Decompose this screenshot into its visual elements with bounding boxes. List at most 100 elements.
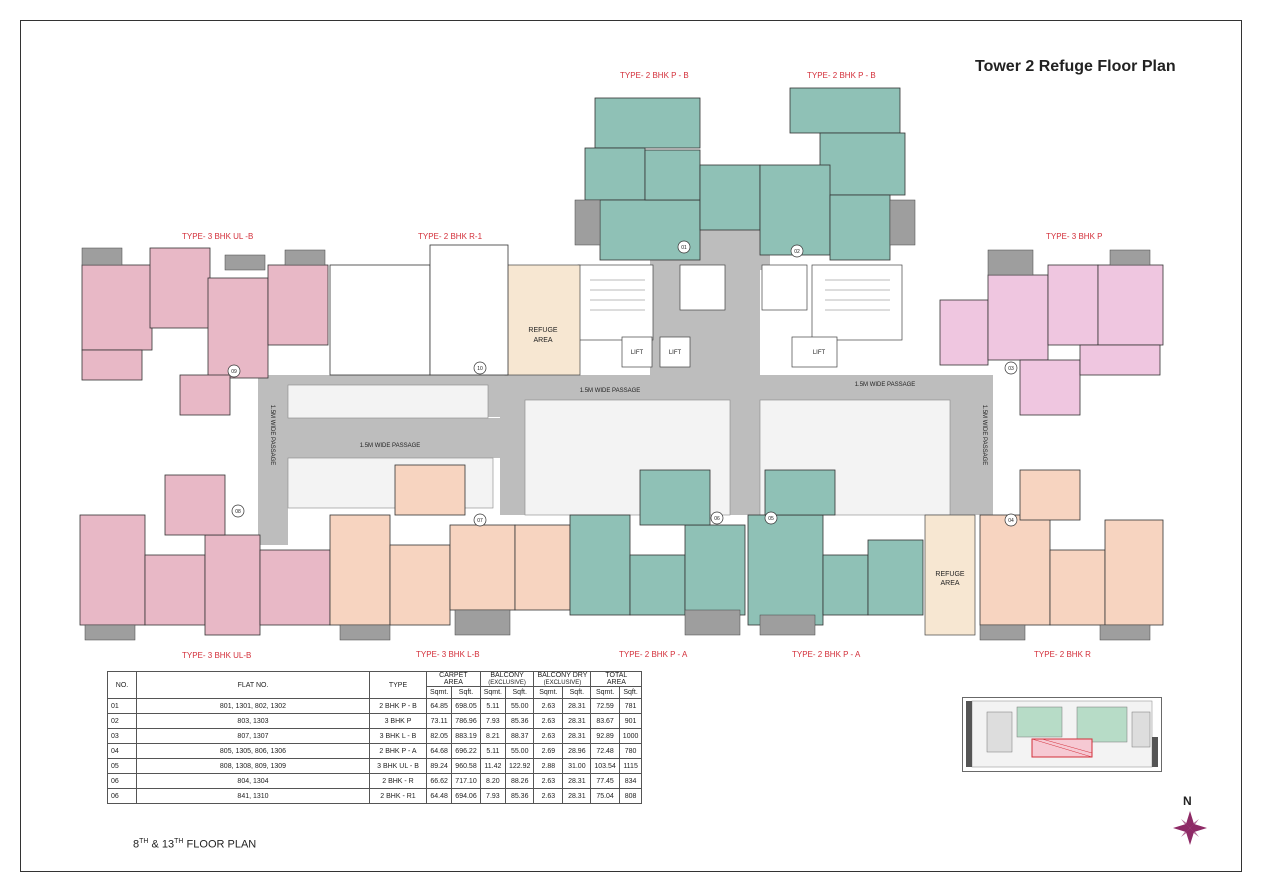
table-cell: 83.67 bbox=[590, 713, 620, 729]
table-cell: 72.48 bbox=[590, 743, 620, 759]
passage-label: 1.5M WIDE PASSAGE bbox=[360, 443, 421, 449]
table-cell: 3 BHK UL - B bbox=[369, 758, 427, 774]
unit-02 bbox=[759, 87, 906, 261]
unit-header: Sqft. bbox=[451, 686, 481, 699]
table-cell: 8.20 bbox=[479, 773, 507, 789]
table-cell: 3 BHK L - B bbox=[369, 728, 427, 744]
north-label: N bbox=[1183, 794, 1192, 808]
table-cell: 89.24 bbox=[425, 758, 453, 774]
table-cell: 2.63 bbox=[533, 773, 564, 789]
table-cell: 31.00 bbox=[562, 758, 592, 774]
type-label: TYPE- 3 BHK P bbox=[1046, 232, 1103, 241]
table-cell: 801, 1301, 802, 1302 bbox=[136, 698, 370, 714]
unit-04 bbox=[979, 469, 1164, 626]
table-cell: 807, 1307 bbox=[136, 728, 370, 744]
table-cell: 1000 bbox=[618, 728, 643, 744]
table-cell: 88.37 bbox=[505, 728, 535, 744]
table-cell: 73.11 bbox=[425, 713, 453, 729]
table-cell: 5.11 bbox=[479, 698, 507, 714]
type-label: TYPE- 3 BHK UL -B bbox=[182, 232, 254, 241]
table-cell: 2.63 bbox=[533, 698, 564, 714]
unit-05 bbox=[747, 469, 924, 626]
type-label: TYPE- 2 BHK P - B bbox=[807, 71, 876, 80]
table-cell: 786.96 bbox=[451, 713, 481, 729]
table-cell: 64.68 bbox=[425, 743, 453, 759]
lift-label: LIFT bbox=[669, 350, 682, 356]
flat-number: 06 bbox=[714, 516, 720, 522]
unit-header: Sqft. bbox=[618, 686, 643, 699]
table-cell: 28.31 bbox=[562, 773, 592, 789]
table-cell: 804, 1304 bbox=[136, 773, 370, 789]
unit-header: Sqft. bbox=[562, 686, 592, 699]
table-cell: 28.31 bbox=[562, 698, 592, 714]
table-cell: 8.21 bbox=[479, 728, 507, 744]
col-header: TYPE bbox=[369, 671, 427, 699]
table-cell: 82.05 bbox=[425, 728, 453, 744]
unit-07 bbox=[329, 464, 571, 626]
refuge-label: AREA bbox=[533, 337, 552, 344]
table-cell: 780 bbox=[618, 743, 643, 759]
drawing-frame bbox=[20, 20, 1242, 872]
unit-header: Sqmt. bbox=[479, 686, 507, 699]
table-cell: 75.04 bbox=[590, 788, 620, 804]
table-cell: 7.93 bbox=[479, 788, 507, 804]
lift-label: LIFT bbox=[813, 350, 826, 356]
col-header: FLAT NO. bbox=[136, 671, 370, 699]
table-cell: 808, 1308, 809, 1309 bbox=[136, 758, 370, 774]
page-title: Tower 2 Refuge Floor Plan bbox=[975, 58, 1176, 75]
passage-label: 1.5M WIDE PASSAGE bbox=[855, 382, 916, 388]
table-cell: 2.88 bbox=[533, 758, 564, 774]
flat-number: 03 bbox=[1008, 366, 1014, 372]
table-cell: 122.92 bbox=[505, 758, 535, 774]
flat-number: 10 bbox=[477, 366, 483, 372]
table-cell: 805, 1305, 806, 1306 bbox=[136, 743, 370, 759]
table-cell: 85.36 bbox=[505, 788, 535, 804]
unit-08 bbox=[79, 474, 331, 636]
table-cell: 2 BHK P - B bbox=[369, 698, 427, 714]
table-cell: 55.00 bbox=[505, 743, 535, 759]
table-cell: 2.63 bbox=[533, 728, 564, 744]
table-cell: 92.89 bbox=[590, 728, 620, 744]
table-cell: 2.69 bbox=[533, 743, 564, 759]
floor-note: 8TH & 13TH FLOOR PLAN bbox=[133, 838, 257, 851]
table-cell: 01 bbox=[107, 698, 137, 714]
table-cell: 2 BHK - R bbox=[369, 773, 427, 789]
refuge-area-bottom bbox=[924, 514, 976, 636]
unit-06 bbox=[569, 469, 746, 616]
unit-header: Sqmt. bbox=[425, 686, 453, 699]
table-cell: 11.42 bbox=[479, 758, 507, 774]
table-cell: 696.22 bbox=[451, 743, 481, 759]
table-cell: 55.00 bbox=[505, 698, 535, 714]
flat-number: 08 bbox=[235, 509, 241, 515]
table-cell: 28.31 bbox=[562, 728, 592, 744]
table-cell: 2 BHK - R1 bbox=[369, 788, 427, 804]
col-header: NO. bbox=[107, 671, 137, 699]
table-cell: 901 bbox=[618, 713, 643, 729]
passage-label: 1.5M WIDE PASSAGE bbox=[580, 388, 641, 394]
table-cell: 72.59 bbox=[590, 698, 620, 714]
type-label: TYPE- 3 BHK UL-B bbox=[182, 651, 252, 660]
table-cell: 3 BHK P bbox=[369, 713, 427, 729]
table-cell: 28.31 bbox=[562, 713, 592, 729]
type-label: TYPE- 3 BHK L-B bbox=[416, 650, 480, 659]
key-plan bbox=[962, 697, 1162, 772]
table-cell: 02 bbox=[107, 713, 137, 729]
type-label: TYPE- 2 BHK P - A bbox=[792, 650, 861, 659]
table-cell: 06 bbox=[107, 773, 137, 789]
table-cell: 05 bbox=[107, 758, 137, 774]
col-header-balcony: BALCONY(EXCLUSIVE) bbox=[479, 671, 535, 687]
flat-number: 09 bbox=[231, 369, 237, 375]
table-cell: 694.06 bbox=[451, 788, 481, 804]
table-cell: 77.45 bbox=[590, 773, 620, 789]
table-cell: 28.96 bbox=[562, 743, 592, 759]
compass-icon bbox=[1173, 811, 1207, 845]
unit-10 bbox=[329, 244, 509, 376]
table-cell: 883.19 bbox=[451, 728, 481, 744]
flat-number: 07 bbox=[477, 518, 483, 524]
table-cell: 103.54 bbox=[590, 758, 620, 774]
unit-header: Sqmt. bbox=[590, 686, 620, 699]
